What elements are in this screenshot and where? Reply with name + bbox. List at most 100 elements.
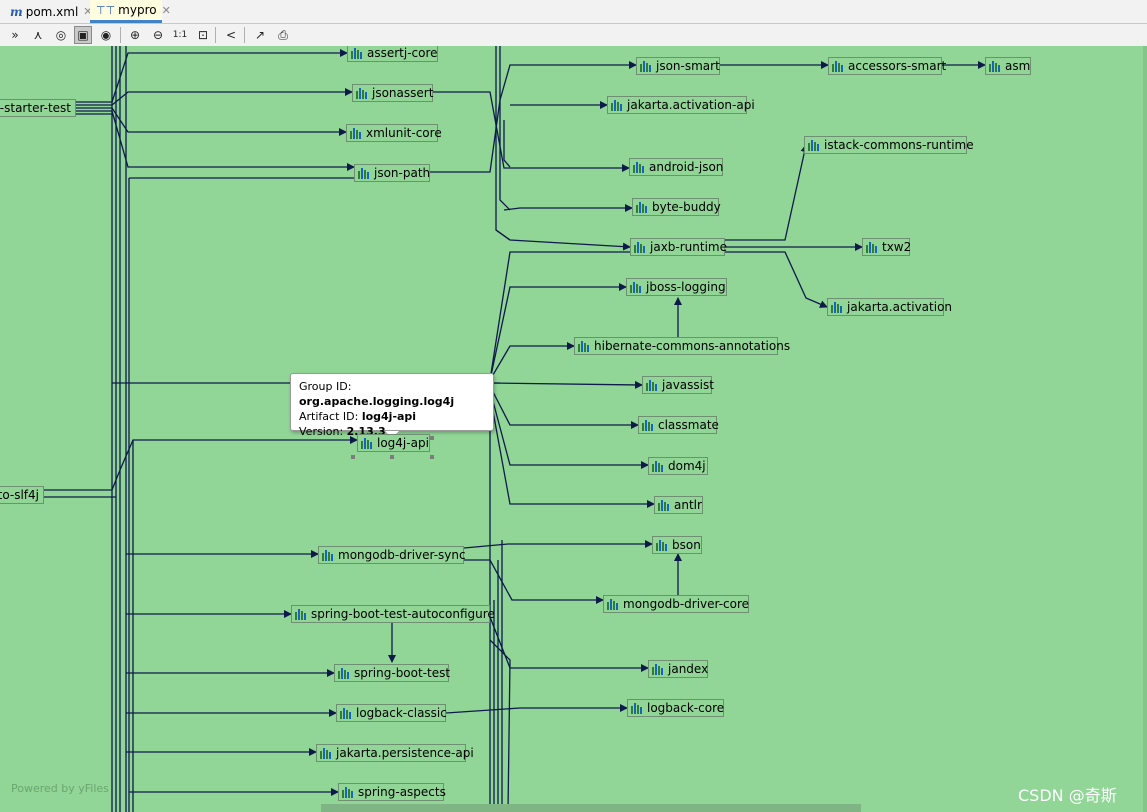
close-icon[interactable]: ✕ bbox=[83, 5, 93, 18]
selection-handle[interactable] bbox=[390, 455, 394, 459]
dependency-node[interactable]: accessors-smart bbox=[828, 57, 946, 75]
dependency-node[interactable]: spring-aspects bbox=[338, 783, 446, 801]
dependency-edge bbox=[725, 144, 809, 241]
selection-handle[interactable] bbox=[430, 436, 434, 440]
dependency-edge bbox=[495, 229, 631, 251]
selection-handle[interactable] bbox=[430, 455, 434, 459]
node-label: jandex bbox=[668, 662, 709, 676]
dependency-node[interactable]: asm bbox=[985, 57, 1031, 75]
dependency-node[interactable]: classmate bbox=[638, 416, 719, 434]
dependency-node[interactable]: json-smart bbox=[636, 57, 720, 75]
dependency-node[interactable]: txw2 bbox=[862, 238, 911, 256]
node-label: jakarta.persistence-api bbox=[336, 746, 474, 760]
dependency-node[interactable]: jsonassert bbox=[352, 84, 433, 102]
library-icon bbox=[361, 437, 373, 449]
close-icon[interactable]: ✕ bbox=[161, 3, 171, 17]
dependency-node[interactable]: dom4j bbox=[648, 457, 708, 475]
dependency-node[interactable]: antlr bbox=[654, 496, 703, 514]
node-label: jaxb-runtime bbox=[650, 240, 727, 254]
dependency-edge bbox=[499, 46, 511, 211]
dependency-diagram-canvas[interactable]: Group ID: org.apache.logging.log4j Artif… bbox=[0, 46, 1147, 812]
dependency-node[interactable]: spring-boot-test-autoconfigure bbox=[291, 605, 495, 623]
collapse-nodes-icon[interactable]: » bbox=[11, 28, 19, 42]
print-icon[interactable]: ⎙ bbox=[278, 27, 288, 42]
vertical-scrollbar[interactable] bbox=[1143, 46, 1147, 812]
dependency-node[interactable]: assertj-core bbox=[347, 46, 438, 62]
dependency-node[interactable]: istack-commons-runtime bbox=[804, 136, 974, 154]
zoom-out-icon[interactable]: ⊖ bbox=[152, 28, 164, 42]
node-label: dom4j bbox=[668, 459, 706, 473]
node-label: jakarta.activation bbox=[847, 300, 953, 314]
library-icon bbox=[611, 99, 623, 111]
library-icon bbox=[631, 702, 643, 714]
dependency-node[interactable]: xmlunit-core bbox=[346, 124, 442, 142]
node-label: mongodb-driver-sync bbox=[338, 548, 466, 562]
hierarchy-icon[interactable]: ⋏ bbox=[33, 28, 43, 42]
library-icon bbox=[295, 608, 307, 620]
dependency-edge bbox=[489, 380, 643, 389]
dependency-node[interactable]: jakarta.activation bbox=[827, 298, 952, 316]
csdn-watermark: CSDN @奇斯 bbox=[1018, 786, 1117, 805]
library-icon bbox=[832, 60, 844, 72]
library-icon bbox=[640, 60, 652, 72]
tab-mypro[interactable]: ⊤⊤ mypro ✕ bbox=[90, 0, 171, 23]
group-id-label: Group ID: bbox=[299, 380, 352, 393]
library-icon bbox=[642, 419, 654, 431]
library-icon bbox=[658, 499, 670, 511]
dependency-node[interactable]: json-path bbox=[354, 164, 430, 182]
dependency-node[interactable]: mongodb-driver-sync bbox=[318, 546, 466, 564]
export-icon[interactable]: ↗ bbox=[254, 28, 266, 42]
dependency-edges bbox=[44, 46, 986, 812]
show-icon[interactable]: ◉ bbox=[100, 28, 112, 42]
zoom-in-icon[interactable]: ⊕ bbox=[129, 28, 141, 42]
node-label: javassist bbox=[662, 378, 714, 392]
dependency-node[interactable]: spring-boot-test bbox=[334, 664, 451, 682]
actual-size-icon[interactable]: 1:1 bbox=[172, 30, 188, 40]
dependency-node[interactable]: jakarta.persistence-api bbox=[316, 744, 474, 762]
node-label: logback-classic bbox=[356, 706, 447, 720]
selection-handle[interactable] bbox=[351, 455, 355, 459]
fit-page-icon[interactable]: ⊡ bbox=[197, 28, 209, 42]
node-label: spring-aspects bbox=[358, 785, 446, 799]
dependency-node[interactable]: jaxb-runtime bbox=[630, 238, 727, 256]
fit-content-icon[interactable]: ▣ bbox=[74, 26, 92, 44]
dependency-node[interactable]: mongodb-driver-core bbox=[603, 595, 749, 613]
node-label: json-path bbox=[374, 166, 431, 180]
node-label: log4j-api bbox=[377, 436, 429, 450]
dependency-node[interactable]: log4j-api bbox=[357, 434, 430, 452]
find-icon[interactable]: ◎ bbox=[55, 28, 67, 42]
dependency-node[interactable]: jakarta.activation-api bbox=[607, 96, 755, 114]
dependency-edge bbox=[433, 91, 630, 172]
dependency-node[interactable]: bson bbox=[652, 536, 702, 554]
dependency-node[interactable]: byte-buddy bbox=[632, 198, 721, 216]
dependency-edge bbox=[44, 436, 358, 491]
artifact-id-label: Artifact ID: bbox=[299, 410, 362, 423]
dependency-edge bbox=[503, 120, 511, 168]
node-label: istack-commons-runtime bbox=[824, 138, 974, 152]
dependency-edge bbox=[445, 704, 628, 714]
library-icon bbox=[633, 161, 645, 173]
library-icon bbox=[342, 786, 354, 798]
dependency-node[interactable]: android-json bbox=[629, 158, 723, 176]
dependency-node[interactable]: logback-classic bbox=[336, 704, 447, 722]
dependency-node[interactable]: jboss-logging bbox=[626, 278, 727, 296]
tab-label: mypro bbox=[118, 3, 157, 17]
dependency-node[interactable]: hibernate-commons-annotations bbox=[574, 337, 790, 355]
dependency-node[interactable]: javassist bbox=[642, 376, 714, 394]
dependency-edge bbox=[489, 394, 655, 508]
library-icon bbox=[340, 707, 352, 719]
node-label: spring-boot-test bbox=[354, 666, 451, 680]
layout-icon[interactable]: < bbox=[225, 28, 237, 42]
dependency-edge bbox=[725, 251, 828, 308]
library-icon bbox=[320, 747, 332, 759]
dependency-edge bbox=[489, 616, 649, 672]
dependency-node[interactable]: jandex bbox=[648, 660, 708, 678]
dependency-node[interactable]: t-starter-test bbox=[0, 99, 76, 117]
tab-pom-xml[interactable]: m pom.xml ✕ bbox=[4, 0, 93, 23]
dependency-edge bbox=[489, 283, 627, 381]
dependency-node[interactable]: to-slf4j bbox=[0, 486, 44, 504]
horizontal-scrollbar[interactable] bbox=[321, 804, 861, 812]
dependency-node[interactable]: logback-core bbox=[627, 699, 724, 717]
library-icon bbox=[358, 167, 370, 179]
library-icon bbox=[652, 663, 664, 675]
